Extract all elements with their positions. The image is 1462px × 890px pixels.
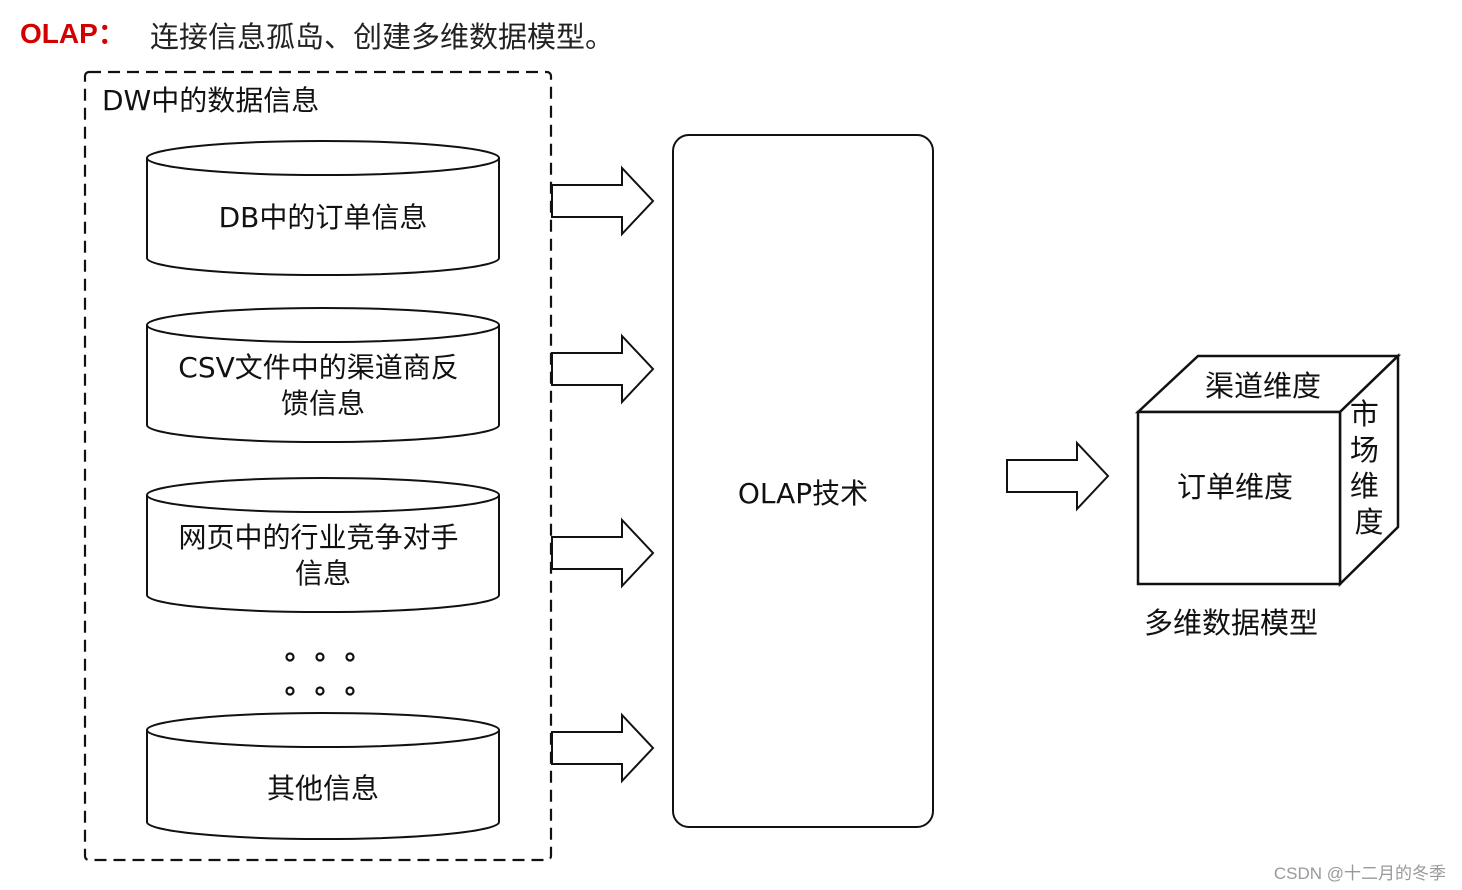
source-web-competitors: 网页中的行业竞争对手 信息 — [146, 477, 500, 613]
olap-box — [672, 134, 934, 828]
source-label: CSV文件中的渠道商反 — [178, 351, 458, 384]
cube-side-label: 度 — [1354, 505, 1383, 539]
cube-top-label: 渠道维度 — [1205, 369, 1321, 403]
heading-text: 连接信息孤岛、创建多维数据模型。 — [150, 20, 615, 54]
source-label: 其他信息 — [267, 772, 379, 805]
svg-text:DB中的订单信息: DB中的订单信息 — [219, 201, 428, 234]
source-label: 网页中的行业竞争对手 — [179, 521, 459, 554]
arrow-to-cube — [1006, 440, 1110, 512]
svg-text:市 场 维 度: 市 场 维 度 — [1350, 397, 1388, 539]
source-db-orders: DB中的订单信息 — [146, 140, 500, 276]
source-csv-feedback: CSV文件中的渠道商反 馈信息 — [146, 307, 500, 443]
cube-side-label: 市 — [1350, 397, 1379, 431]
source-label: 信息 — [295, 557, 351, 590]
more-sources-dots — [285, 652, 355, 696]
cube-front-face — [1136, 410, 1342, 586]
dw-container — [83, 70, 553, 862]
heading-label: OLAP： — [20, 18, 126, 49]
svg-text:网页中的行业竞争对手 信息: 网页中的行业竞争对手 信息 — [179, 521, 468, 590]
watermark: CSDN @十二月的冬季 — [1273, 864, 1446, 883]
source-other: 其他信息 — [146, 712, 500, 840]
arrow-right — [551, 165, 655, 237]
svg-text:其他信息: 其他信息 — [267, 772, 379, 805]
source-label: 馈信息 — [281, 387, 365, 420]
svg-text:CSV文件中的渠道商反 馈信息: CSV文件中的渠道商反 馈信息 — [178, 351, 467, 420]
olap-label: OLAP技术 — [738, 477, 868, 510]
source-label: DB中的订单信息 — [219, 201, 428, 234]
cube: 渠道维度 订单维度 市 场 维 度 — [1134, 353, 1402, 587]
cube-side-label: 维 — [1350, 469, 1379, 503]
dw-title: DW中的数据信息 — [102, 84, 319, 117]
cube-front-label: 订单维度 — [1177, 470, 1293, 504]
arrow-right — [551, 333, 655, 405]
arrow-right — [551, 517, 655, 589]
cube-side-label: 场 — [1350, 433, 1379, 467]
cube-caption: 多维数据模型 — [1144, 606, 1318, 640]
arrow-right — [551, 712, 655, 784]
